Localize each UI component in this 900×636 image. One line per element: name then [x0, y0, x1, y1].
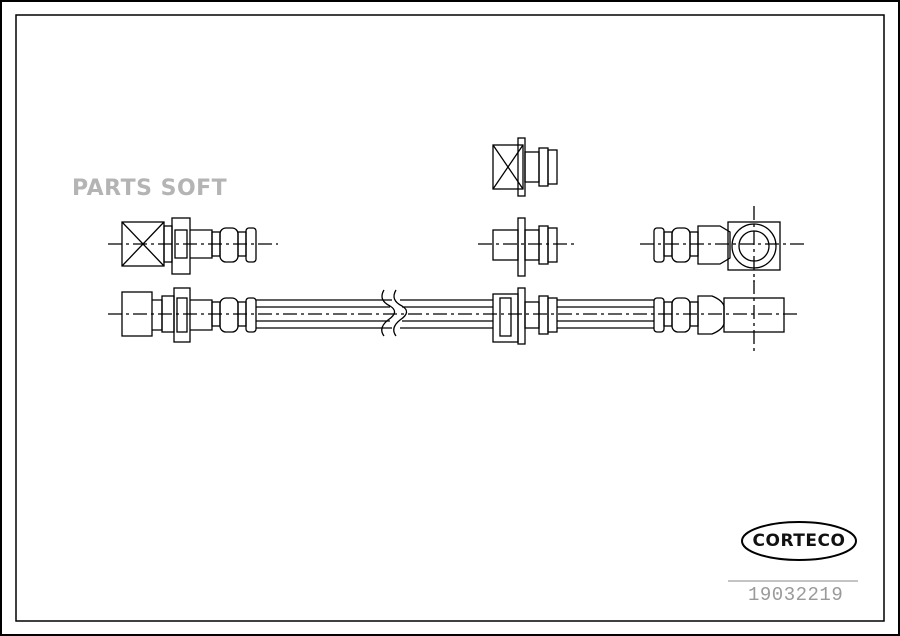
brand-logo: CORTECO	[752, 531, 846, 551]
hose-assembly	[108, 280, 800, 352]
top-fitting-view	[492, 137, 558, 197]
center-fitting-view	[478, 217, 576, 277]
right-banjo-view	[640, 206, 808, 282]
left-nut-view	[108, 217, 278, 275]
watermark-text: PARTS SOFT	[72, 176, 228, 201]
part-number: 19032219	[748, 584, 844, 606]
brand-oval	[741, 521, 857, 561]
inner-frame	[15, 14, 885, 622]
